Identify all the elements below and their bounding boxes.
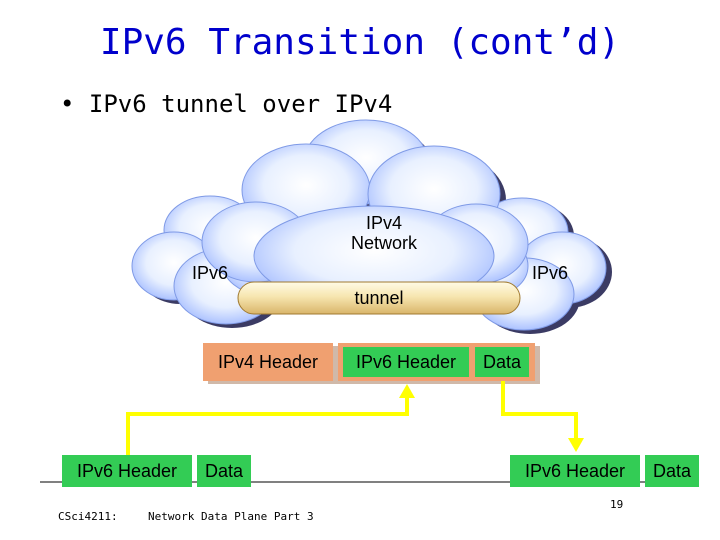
footer-topic: Network Data Plane Part 3 [148, 510, 314, 523]
ipv4-network-cloud [201, 119, 529, 307]
ipv6-left-label: IPv6 [191, 263, 229, 283]
right-data: Data [645, 455, 699, 487]
left-ipv6-header: IPv6 Header [62, 455, 192, 487]
footer-course: CSci4211: [58, 510, 118, 523]
arrow-head-up [399, 384, 415, 398]
slide-title: IPv6 Transition (cont’d) [99, 22, 621, 63]
right-ipv6-header: IPv6 Header [510, 455, 640, 487]
ipv6-right-label: IPv6 [531, 263, 569, 283]
encap-ipv4-header: IPv4 Header [203, 343, 333, 381]
arrow-head-down [568, 438, 584, 452]
ipv4-network-label: IPv4 Network [350, 213, 417, 253]
left-data: Data [197, 455, 251, 487]
tunnel-pipe [237, 281, 521, 315]
bullet-text: • IPv6 tunnel over IPv4 [60, 90, 393, 118]
page-number: 19 [610, 498, 624, 511]
tunnel-label: tunnel [354, 288, 404, 308]
encap-ipv6-header: IPv6 Header [343, 347, 469, 377]
encap-data: Data [475, 347, 529, 377]
decapsulation-arrows [126, 380, 578, 455]
